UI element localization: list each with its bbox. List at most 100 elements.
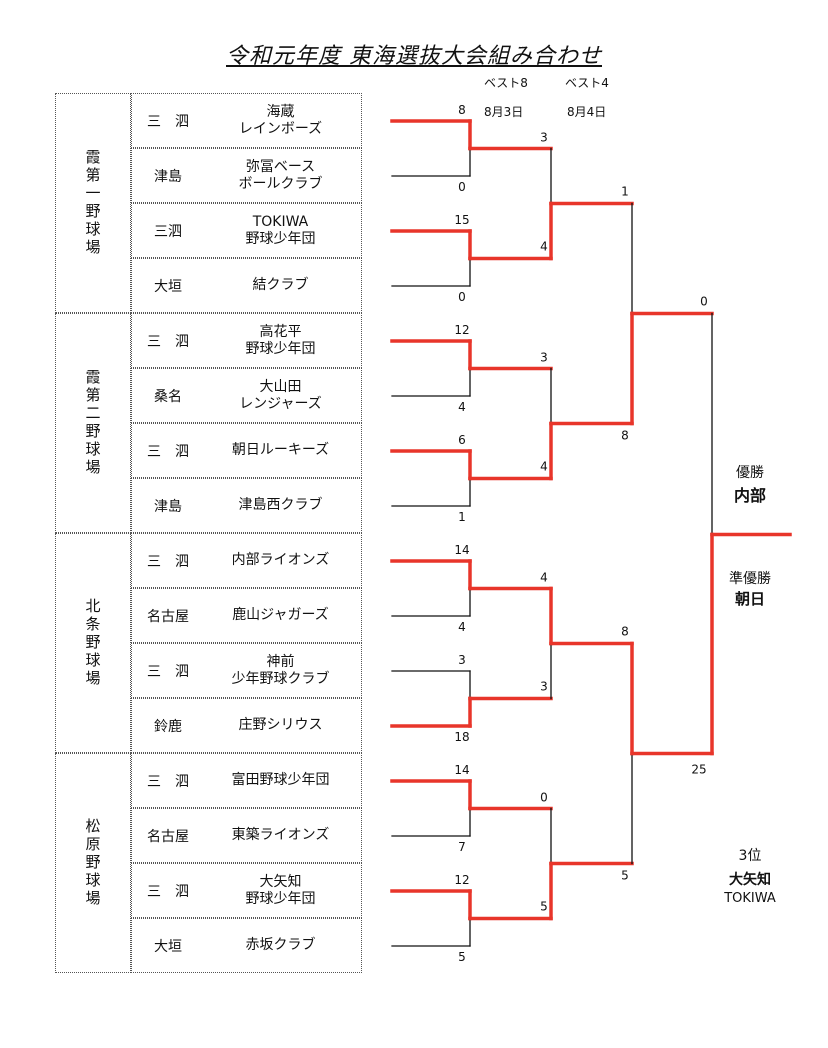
venue-name: 北条野球場 (83, 598, 102, 688)
team-row: 三 泗 富田野球少年団 (131, 753, 362, 808)
r1-score-top: 6 (458, 433, 466, 447)
team-name: 高花平 野球少年団 (245, 323, 316, 357)
r1-score-top: 8 (458, 103, 466, 117)
team-name: 庄野シリウス (238, 717, 323, 734)
third-place-team-2: TOKIWA (724, 891, 776, 906)
team-name: 結クラブ (252, 277, 309, 294)
r2-score-bottom: 4 (540, 240, 548, 254)
venue-1: 霞第一野球場 (55, 93, 131, 313)
team-name: 大山田 レンジャーズ (239, 378, 322, 412)
r2-score-top: 3 (540, 351, 548, 365)
r1-score-bottom: 1 (458, 510, 466, 524)
r1-score-bottom: 5 (458, 950, 466, 964)
team-row: 三泗 TOKIWA 野球少年団 (131, 203, 362, 258)
r3-score-top: 8 (621, 625, 629, 639)
team-row: 三 泗 神前 少年野球クラブ (131, 643, 362, 698)
r1-score-top: 15 (454, 213, 469, 227)
runner-up-block: 準優勝 朝日 (690, 568, 810, 609)
team-region: 三 泗 (147, 113, 189, 130)
team-region: 三泗 (154, 223, 182, 240)
team-name: 朝日ルーキーズ (231, 442, 330, 459)
champion-name: 内部 (733, 486, 766, 505)
venue-2: 霞第二野球場 (55, 313, 131, 533)
round-date-best4: 8月4日 (567, 105, 607, 119)
third-place-label: 3位 (738, 848, 762, 864)
team-name: 大矢知 野球少年団 (245, 873, 316, 907)
team-row: 鈴鹿 庄野シリウス (131, 698, 362, 753)
r2-score-bottom: 4 (540, 460, 548, 474)
runner-up-label: 準優勝 (729, 571, 771, 587)
r1-score-bottom: 7 (458, 840, 466, 854)
venue-name: 松原野球場 (83, 818, 102, 908)
team-region: 三 泗 (147, 663, 189, 680)
team-region: 三 泗 (147, 443, 189, 460)
venue-name: 霞第二野球場 (83, 369, 102, 477)
r2-score-top: 4 (540, 571, 548, 585)
third-place-team-1: 大矢知 (729, 872, 771, 888)
r3-score-bottom: 8 (621, 429, 629, 443)
team-row: 津島 弥冨ベース ボールクラブ (131, 148, 362, 203)
team-row: 三 泗 大矢知 野球少年団 (131, 863, 362, 918)
team-name: 海蔵 レインボーズ (238, 103, 323, 137)
team-region: 桑名 (154, 388, 182, 405)
team-row: 名古屋 鹿山ジャガーズ (131, 588, 362, 643)
team-row: 三 泗 海蔵 レインボーズ (131, 93, 362, 148)
team-name: 津島西クラブ (238, 497, 323, 514)
r3-score-top: 1 (621, 185, 629, 199)
round-label-best8: ベスト8 (484, 76, 528, 90)
r1-score-top: 14 (454, 543, 469, 557)
team-row: 大垣 結クラブ (131, 258, 362, 313)
team-region: 大垣 (154, 938, 182, 955)
team-name: 内部ライオンズ (231, 552, 330, 569)
team-region: 大垣 (154, 278, 182, 295)
r2-score-bottom: 3 (540, 680, 548, 694)
r1-score-bottom: 0 (458, 290, 466, 304)
team-region: 三 泗 (147, 883, 189, 900)
page-title: 令和元年度 東海選抜大会組み合わせ (226, 44, 602, 69)
team-row: 名古屋 東築ライオンズ (131, 808, 362, 863)
team-region: 名古屋 (147, 608, 189, 625)
runner-up-name: 朝日 (734, 590, 765, 608)
r1-score-top: 12 (454, 873, 469, 887)
r1-score-bottom: 0 (458, 180, 466, 194)
team-region: 鈴鹿 (154, 718, 182, 735)
r1-score-bottom: 4 (458, 400, 466, 414)
team-region: 名古屋 (147, 828, 189, 845)
final-score-bottom: 25 (691, 763, 706, 777)
r1-score-top: 3 (458, 653, 466, 667)
r1-score-bottom: 4 (458, 620, 466, 634)
team-region: 津島 (154, 168, 182, 185)
r2-score-bottom: 5 (540, 900, 548, 914)
team-region: 三 泗 (147, 773, 189, 790)
team-row: 大垣赤坂クラブ (131, 918, 362, 973)
venue-name: 霞第一野球場 (83, 149, 102, 257)
team-row: 桑名 大山田 レンジャーズ (131, 368, 362, 423)
team-row: 津島 津島西クラブ (131, 478, 362, 533)
r1-score-top: 14 (454, 763, 469, 777)
team-region: 三 泗 (147, 553, 189, 570)
third-place-block: 3位 大矢知 TOKIWA (690, 845, 810, 906)
team-name: 神前 少年野球クラブ (231, 653, 330, 687)
final-score-top: 0 (700, 295, 708, 309)
champion-label: 優勝 (736, 465, 764, 481)
r1-score-top: 12 (454, 323, 469, 337)
venue-4: 松原野球場 (55, 753, 131, 973)
team-row: 三 泗 高花平 野球少年団 (131, 313, 362, 368)
team-name: 東築ライオンズ (231, 827, 330, 844)
r2-score-top: 3 (540, 131, 548, 145)
team-name: TOKIWA 野球少年団 (245, 213, 316, 247)
round-date-best8: 8月3日 (484, 105, 524, 119)
team-region: 津島 (154, 498, 182, 515)
team-row: 三 泗 朝日ルーキーズ (131, 423, 362, 478)
team-region: 三 泗 (147, 333, 189, 350)
team-name: 鹿山ジャガーズ (232, 607, 329, 624)
team-name: 富田野球少年団 (231, 772, 330, 789)
round-label-best4: ベスト4 (565, 76, 609, 90)
champion-block: 優勝 内部 (690, 462, 810, 506)
r2-score-top: 0 (540, 791, 548, 805)
r1-score-bottom: 18 (454, 730, 469, 744)
team-name: 弥冨ベース ボールクラブ (238, 158, 323, 192)
venue-3: 北条野球場 (55, 533, 131, 753)
team-row: 三 泗 内部ライオンズ (131, 533, 362, 588)
